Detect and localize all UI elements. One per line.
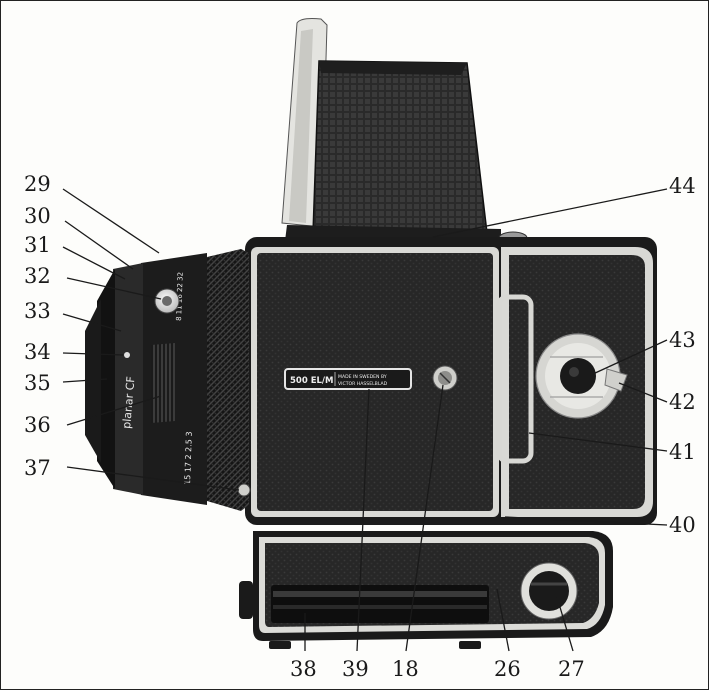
callout-32: 32: [24, 264, 51, 288]
callout-26: 26: [494, 657, 521, 681]
callout-31: 31: [24, 233, 51, 257]
lens-distance-scale: 15 17 2 2.5 3: [183, 431, 194, 485]
lens-depth-scale: 8 11 16 22 32: [175, 272, 185, 321]
callout-43: 43: [669, 328, 696, 352]
callout-38: 38: [290, 657, 317, 681]
motor-drive: [239, 531, 613, 649]
callout-40: 40: [669, 513, 696, 537]
callout-29: 29: [24, 172, 51, 196]
callout-34: 34: [24, 340, 51, 364]
film-winder: [535, 333, 628, 419]
callout-41: 41: [669, 440, 696, 464]
nameplate: 500 EL/M MADE IN SWEDEN BY VICTOR HASSEL…: [284, 368, 412, 390]
magazine-handle: [496, 294, 534, 464]
callout-labels: 29 30 31 32 33 34 35 36 37 44 43 42 41 4…: [24, 172, 696, 681]
nameplate-line2: VICTOR HASSELBLAD: [338, 381, 388, 387]
callout-33: 33: [24, 299, 51, 323]
callout-42: 42: [669, 390, 696, 414]
nameplate-line1: MADE IN SWEDEN BY: [338, 374, 387, 380]
callout-44: 44: [669, 174, 696, 198]
nameplate-model: 500 EL/M: [290, 376, 334, 386]
leader-lines: [62, 188, 668, 652]
lens: planar CF 15 17 2 2.5 3 8 11 16 22 32: [85, 249, 249, 511]
callout-37: 37: [24, 456, 51, 480]
lens-release-button: [237, 483, 251, 497]
callout-18: 18: [392, 657, 419, 681]
callout-35: 35: [24, 371, 51, 395]
callout-39: 39: [342, 657, 369, 681]
release-button: [432, 365, 458, 391]
viewfinder-hood: [281, 18, 501, 243]
callout-30: 30: [24, 204, 51, 228]
lens-brand: planar CF: [120, 376, 138, 429]
callout-36: 36: [24, 413, 51, 437]
callout-27: 27: [558, 657, 585, 681]
